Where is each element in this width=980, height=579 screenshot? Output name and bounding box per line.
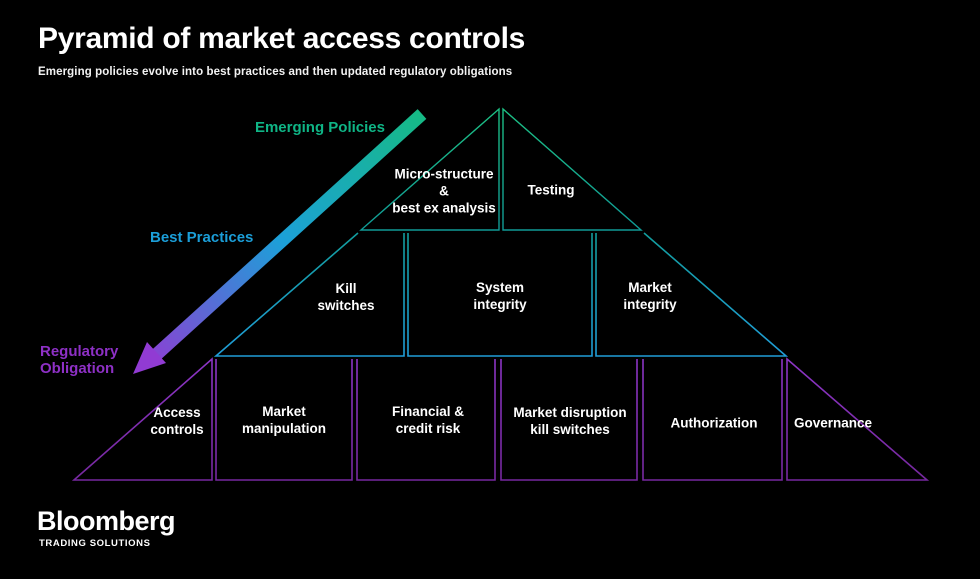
page-subtitle: Emerging policies evolve into best pract…	[38, 66, 513, 78]
cell-label-authorization: Authorization	[670, 415, 758, 431]
cell-outline-market-integrity	[595, 232, 789, 357]
cell-label-access-controls: Access controls	[150, 404, 204, 437]
evolution-arrow	[133, 109, 427, 374]
cell-outline-market-manipulation	[215, 359, 353, 481]
cell-label-governance: Governance	[793, 415, 873, 431]
cell-label-micro-structure: Micro-structure & best ex analysis	[392, 166, 496, 216]
stage-label-best-practices: Best Practices	[150, 229, 254, 246]
page-title: Pyramid of market access controls	[38, 22, 525, 55]
cell-label-kill-switches: Kill switches	[317, 280, 375, 313]
cell-outline-testing	[502, 107, 643, 231]
cell-outline-market-disruption	[500, 359, 638, 481]
cell-label-market-manipulation: Market manipulation	[242, 403, 326, 436]
cell-label-market-integrity: Market integrity	[623, 279, 677, 312]
bloomberg-logo-subtitle: TRADING SOLUTIONS	[39, 538, 151, 549]
cell-label-financial-credit-risk: Financial & credit risk	[391, 403, 465, 436]
cell-label-system-integrity: System integrity	[473, 279, 527, 312]
cell-outline-financial-credit-risk	[356, 359, 496, 481]
cell-outline-micro-structure	[359, 107, 500, 231]
cell-outline-authorization	[642, 359, 783, 481]
tier1-outlines	[359, 107, 643, 231]
stage-label-regulatory-obligation: Regulatory Obligation	[40, 343, 119, 378]
tier3-outlines	[71, 357, 930, 481]
evolution-arrow-head-icon	[133, 342, 166, 374]
bloomberg-logo: Bloomberg	[37, 506, 176, 536]
cell-label-testing: Testing	[527, 182, 575, 198]
cell-outline-kill-switches	[213, 232, 405, 357]
cell-outline-system-integrity	[407, 233, 593, 357]
cell-outline-access-controls	[71, 357, 213, 481]
evolution-arrow-shaft	[152, 109, 427, 359]
cell-outline-governance	[786, 357, 930, 481]
stage-label-emerging-policies: Emerging Policies	[254, 119, 385, 136]
cell-label-market-disruption: Market disruption kill switches	[513, 404, 627, 437]
tier2-outlines	[213, 232, 789, 357]
